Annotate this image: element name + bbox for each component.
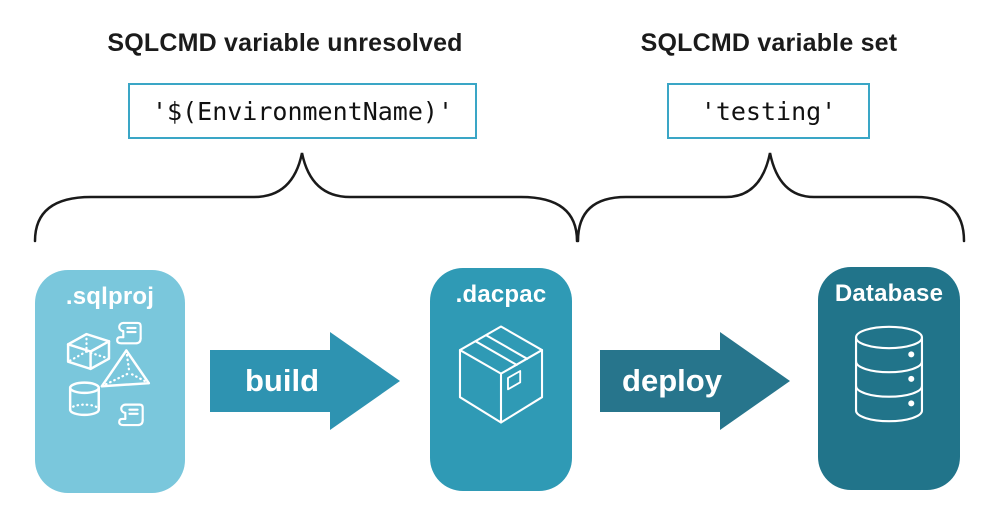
stage-dacpac-label: .dacpac	[455, 281, 547, 308]
script-scroll-icon	[118, 403, 144, 427]
cylinder-icon	[68, 381, 100, 417]
right-curly-brace	[576, 152, 966, 243]
code-text-testing-value: 'testing'	[700, 96, 837, 126]
script-scroll-icon	[116, 321, 142, 345]
database-icon	[854, 325, 924, 423]
sql-project-objects-icon	[66, 321, 151, 427]
deploy-arrow-label: deploy	[622, 363, 722, 398]
code-box-environment-variable: '$(EnvironmentName)'	[128, 83, 477, 139]
cube-icon	[66, 332, 111, 371]
deploy-arrow-icon	[600, 332, 790, 430]
code-text-environment-variable: '$(EnvironmentName)'	[151, 96, 454, 126]
stage-sqlproj-label: .sqlproj	[65, 283, 155, 310]
heading-variable-set: SQLCMD variable set	[640, 29, 898, 57]
stage-database-label: Database	[834, 280, 944, 307]
build-arrow-icon	[210, 332, 400, 430]
stage-database: Database	[818, 267, 960, 490]
pyramid-icon	[100, 349, 151, 388]
heading-variable-unresolved: SQLCMD variable unresolved	[107, 29, 463, 57]
left-curly-brace	[33, 152, 579, 243]
package-icon	[458, 325, 544, 424]
stage-dacpac: .dacpac	[430, 268, 572, 491]
code-box-testing-value: 'testing'	[667, 83, 870, 139]
stage-sqlproj: .sqlproj	[35, 270, 185, 493]
build-arrow-label: build	[244, 363, 320, 398]
